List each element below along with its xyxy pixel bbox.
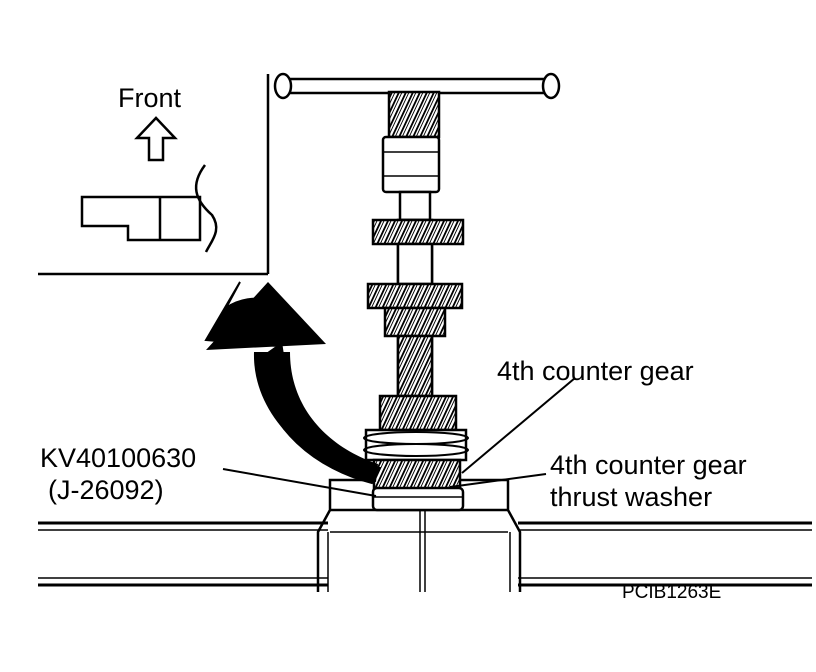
thrust-washer-label-line2: thrust washer [550,482,712,512]
tool-alt-number-label: (J-26092) [48,475,164,505]
press-tool [273,72,561,222]
curved-arrow-head [206,282,326,350]
part-outline-icon [80,195,202,242]
base-plate [38,521,812,587]
front-arrow-icon [134,116,178,162]
fourth-counter-gear-label: 4th counter gear [497,356,694,386]
tool-number-label: KV40100630 [40,443,196,473]
curved-arrow-body [253,352,378,482]
thrust-washer-label-line1: 4th counter gear [550,450,747,480]
front-label: Front [118,83,182,113]
figure-code: PCIB1263E [622,582,721,603]
counter-shaft [363,218,469,512]
leader-lines [222,377,576,497]
orientation-inset [38,74,270,276]
